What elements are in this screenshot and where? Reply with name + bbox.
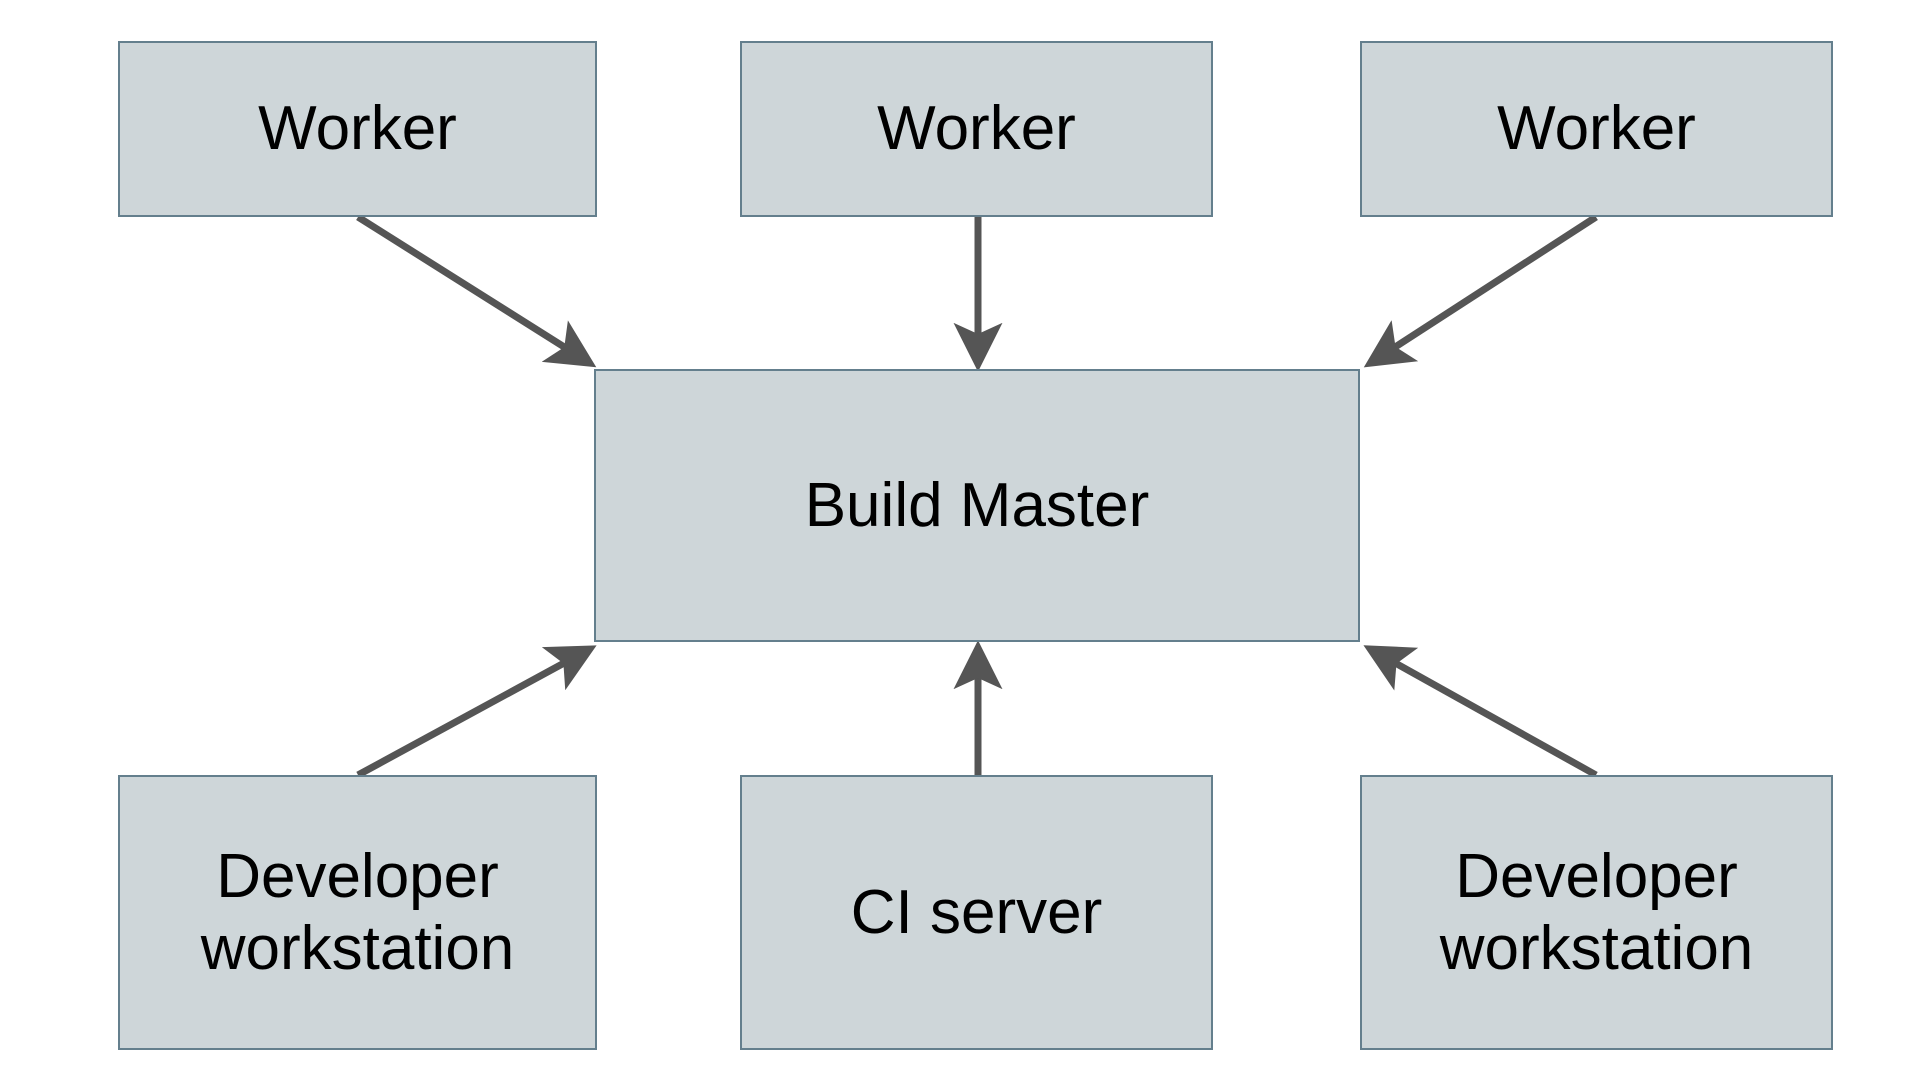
node-worker-1-label: Worker <box>258 94 457 164</box>
node-worker-3-label: Worker <box>1497 94 1696 164</box>
node-worker-3[interactable]: Worker <box>1360 41 1833 217</box>
node-ci-server[interactable]: CI server <box>740 775 1213 1050</box>
node-developer-workstation-left-label: Developer workstation <box>200 842 515 983</box>
node-developer-workstation-right[interactable]: Developer workstation <box>1360 775 1833 1050</box>
node-worker-2-label: Worker <box>877 94 1076 164</box>
node-worker-1[interactable]: Worker <box>118 41 597 217</box>
node-ci-server-label: CI server <box>850 877 1103 947</box>
node-developer-workstation-left[interactable]: Developer workstation <box>118 775 597 1050</box>
node-build-master-label: Build Master <box>804 470 1150 540</box>
node-developer-workstation-right-label: Developer workstation <box>1439 842 1754 983</box>
node-worker-2[interactable]: Worker <box>740 41 1213 217</box>
node-build-master[interactable]: Build Master <box>594 369 1360 642</box>
edge-worker-3-to-build-master <box>1363 214 1598 368</box>
edge-worker-1-to-build-master <box>356 214 597 368</box>
edge-dev-2-to-build-master <box>1363 645 1598 779</box>
edge-dev-1-to-build-master <box>356 645 597 779</box>
